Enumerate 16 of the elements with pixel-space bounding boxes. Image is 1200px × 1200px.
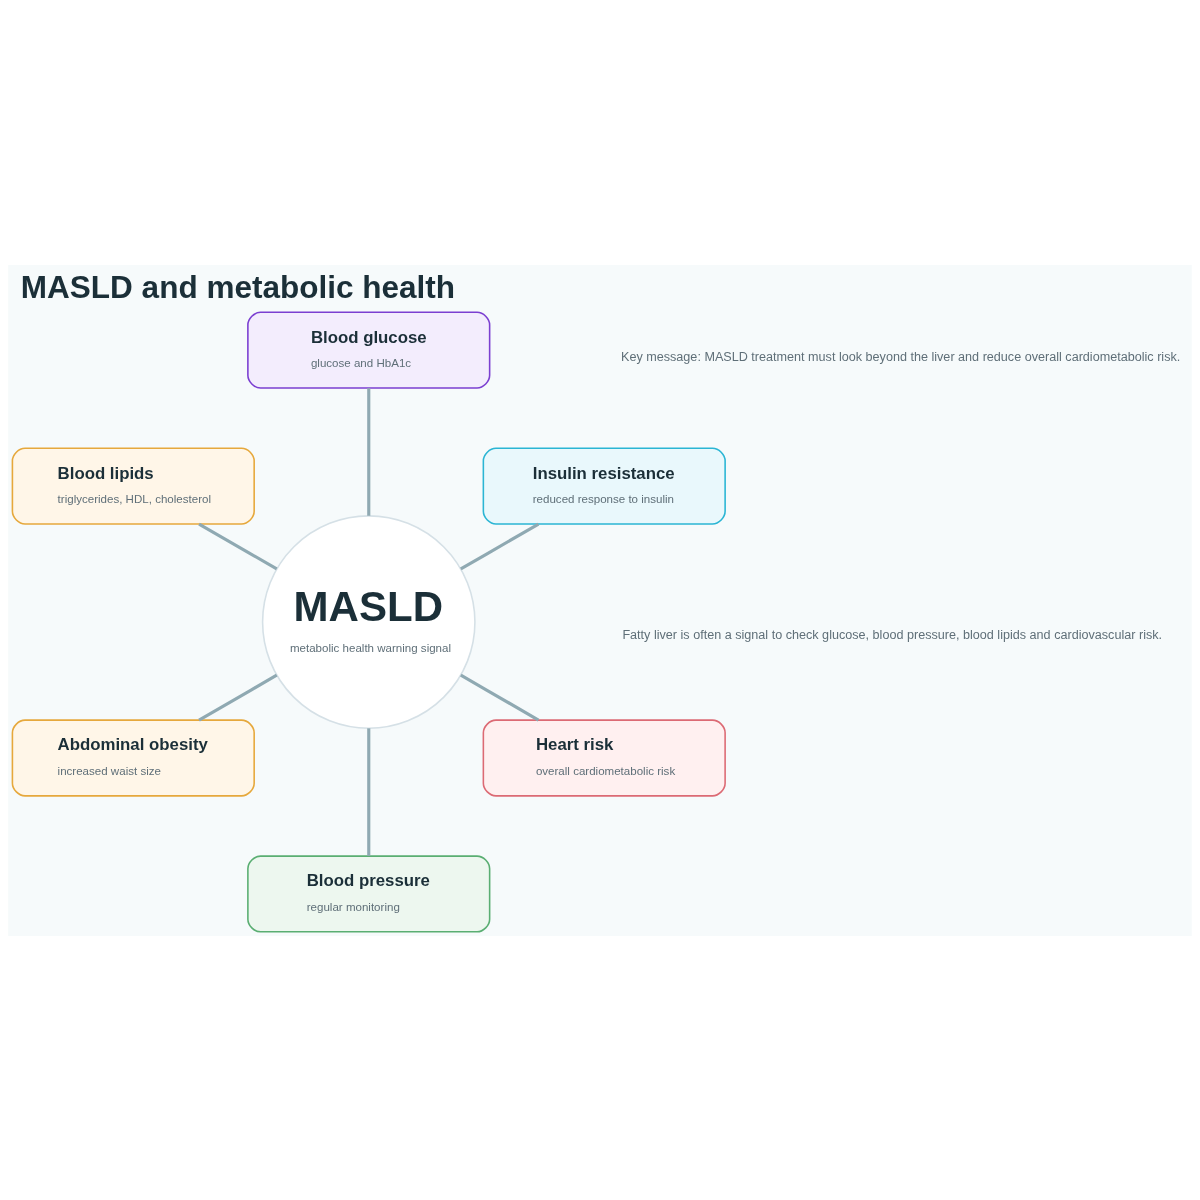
connector	[198, 522, 278, 570]
node-box: Blood glucose glucose and HbA1c	[247, 311, 491, 389]
node-box: Blood lipids triglycerides, HDL, cholesterol	[11, 446, 255, 525]
node-box: Blood pressure regular monitoring	[247, 854, 491, 933]
diagram-title: MASLD and metabolic health	[20, 268, 456, 305]
node-box: Heart risk overall cardiometabolic risk	[482, 718, 726, 797]
connector	[460, 673, 540, 721]
connector	[367, 387, 371, 516]
connector	[460, 522, 540, 570]
node-box: Insulin resistance reduced response to insulin	[482, 446, 726, 525]
label: Fatty liver is often a signal to check glucose, blood pressure, blood lipids and cardiovascular risk.	[622, 627, 1163, 642]
connector	[367, 727, 371, 856]
label: Key message: MASLD treatment must look beyond the liver and reduce overall cardiometabolic risk.	[620, 349, 1181, 364]
node-circle: MASLD metabolic health warning signal	[261, 514, 476, 729]
connector	[198, 673, 278, 721]
node-box: Abdominal obesity increased waist size	[11, 718, 255, 797]
